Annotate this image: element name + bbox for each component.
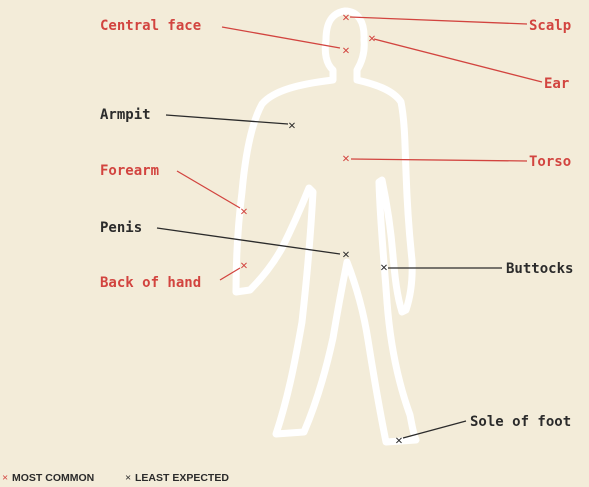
marker-ear: × (368, 32, 376, 47)
label-scalp: Scalp (529, 18, 571, 34)
legend-most-common: MOST COMMON (12, 472, 94, 484)
marker-buttocks: × (380, 261, 388, 276)
leader-scalp (350, 17, 527, 24)
marker-forearm: × (240, 205, 248, 220)
legend: × MOST COMMON × LEAST EXPECTED (2, 472, 229, 484)
label-sole-of-foot: Sole of foot (470, 414, 571, 430)
body-silhouette (236, 11, 416, 442)
label-buttocks: Buttocks (506, 261, 573, 277)
marker-back-of-hand: × (240, 259, 248, 274)
leader-torso (351, 159, 527, 161)
label-torso: Torso (529, 154, 571, 170)
legend-least-expected-icon: × (125, 472, 131, 484)
leader-armpit (166, 115, 288, 124)
label-ear: Ear (544, 76, 569, 92)
legend-least-expected: LEAST EXPECTED (135, 472, 229, 484)
label-back-of-hand: Back of hand (100, 275, 201, 291)
label-armpit: Armpit (100, 107, 151, 123)
leader-forearm (177, 171, 240, 208)
label-forearm: Forearm (100, 163, 159, 179)
label-penis: Penis (100, 220, 142, 236)
label-central-face: Central face (100, 18, 201, 34)
marker-penis: × (342, 248, 350, 263)
marker-central-face: × (342, 44, 350, 59)
marker-torso: × (342, 152, 350, 167)
marker-armpit: × (288, 119, 296, 134)
leader-central-face (222, 27, 340, 48)
marker-sole-of-foot: × (395, 434, 403, 449)
legend-most-common-icon: × (2, 472, 8, 484)
marker-scalp: × (342, 11, 350, 26)
leader-ear (374, 39, 542, 82)
